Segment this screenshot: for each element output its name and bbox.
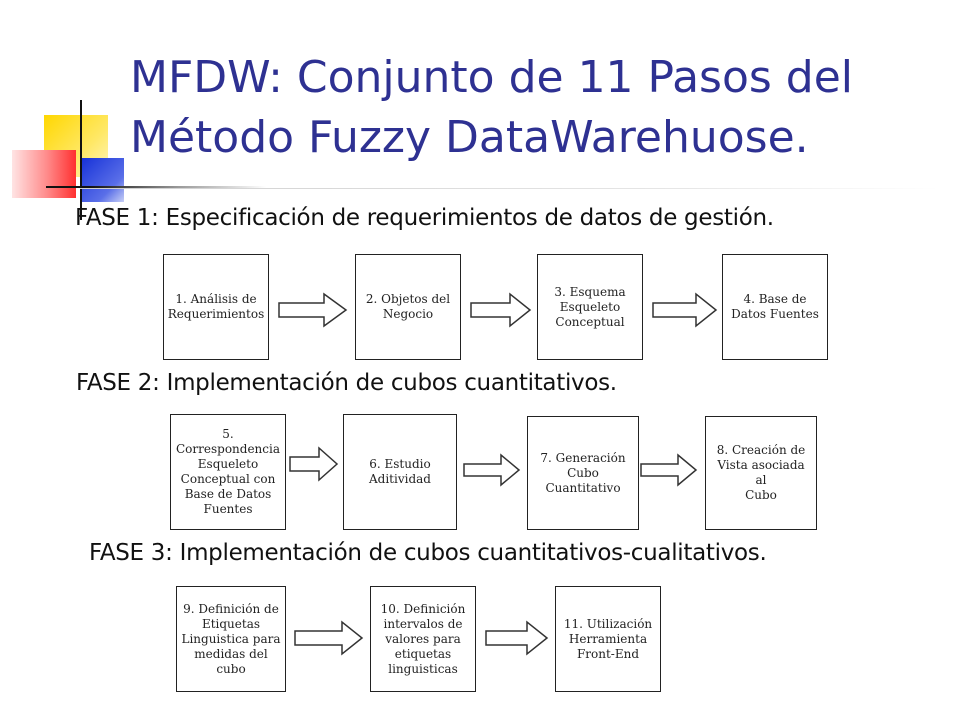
phase-2-label: FASE 2: Implementación de cubos cuantita… bbox=[76, 370, 617, 396]
step-6-box: 6. Estudio Aditividad bbox=[343, 414, 457, 530]
arrow-step-7-to-8 bbox=[640, 453, 698, 487]
arrow-step-5-to-6 bbox=[289, 446, 339, 482]
title-underline bbox=[80, 188, 940, 189]
slide-title-line-2: Método Fuzzy DataWarehuose. bbox=[130, 112, 809, 163]
arrow-step-2-to-3 bbox=[470, 292, 532, 328]
step-5-box: 5. Correspondencia Esqueleto Conceptual … bbox=[170, 414, 286, 530]
decorative-red-square bbox=[12, 150, 76, 198]
step-10-box: 10. Definición intervalos de valores par… bbox=[370, 586, 476, 692]
slide-title-line-1: MFDW: Conjunto de 11 Pasos del bbox=[130, 52, 854, 103]
step-11-box: 11. Utilización Herramienta Front-End bbox=[555, 586, 661, 692]
arrow-step-9-to-10 bbox=[294, 620, 364, 656]
step-9-box: 9. Definición de Etiquetas Linguistica p… bbox=[176, 586, 286, 692]
decorative-vertical-line bbox=[80, 100, 82, 220]
arrow-step-1-to-2 bbox=[278, 292, 348, 328]
arrow-step-3-to-4 bbox=[652, 292, 718, 328]
decorative-blue-square bbox=[80, 158, 124, 202]
step-8-box: 8. Creación de Vista asociada al Cubo bbox=[705, 416, 817, 530]
step-2-box: 2. Objetos del Negocio bbox=[355, 254, 461, 360]
slide-title: MFDW: Conjunto de 11 Pasos del Método Fu… bbox=[130, 48, 950, 168]
phase-1-label: FASE 1: Especificación de requerimientos… bbox=[75, 205, 774, 231]
arrow-step-6-to-7 bbox=[463, 453, 521, 487]
step-4-box: 4. Base de Datos Fuentes bbox=[722, 254, 828, 360]
step-3-box: 3. Esquema Esqueleto Conceptual bbox=[537, 254, 643, 360]
phase-3-label: FASE 3: Implementación de cubos cuantita… bbox=[89, 540, 767, 566]
decorative-horizontal-line bbox=[46, 186, 266, 188]
arrow-step-10-to-11 bbox=[485, 620, 549, 656]
step-7-box: 7. Generación Cubo Cuantitativo bbox=[527, 416, 639, 530]
step-1-box: 1. Análisis de Requerimientos bbox=[163, 254, 269, 360]
